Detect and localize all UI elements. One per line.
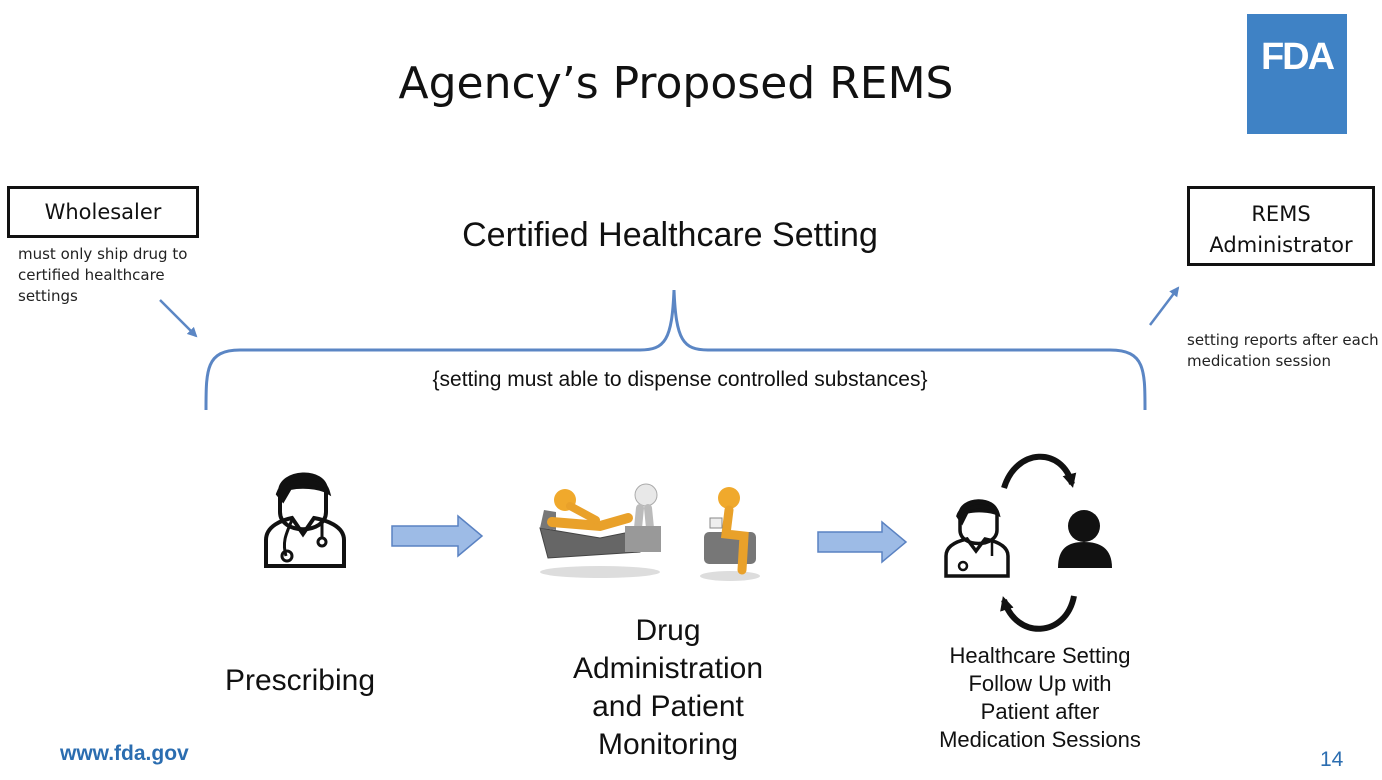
setting-brace xyxy=(204,289,1147,411)
wholesaler-box: Wholesaler xyxy=(7,186,199,238)
wholesaler-note: must only ship drug to certified healthc… xyxy=(18,245,188,305)
right-arrow-icon xyxy=(817,520,908,564)
slide-title: Agency’s Proposed REMS xyxy=(398,58,954,109)
drug-line1: Drug xyxy=(635,614,701,647)
step-drug-administration: Drug Administration and Patient Monitori… xyxy=(540,612,796,764)
rems-label-line1: REMS xyxy=(1251,202,1311,226)
step-prescribing: Prescribing xyxy=(224,664,376,697)
patient-icon xyxy=(1058,510,1112,568)
cycle-arrow-icon xyxy=(1001,453,1077,489)
fda-logo: FDA xyxy=(1247,14,1347,134)
patient-couch-figure-icon xyxy=(539,483,661,578)
wholesaler-arrow xyxy=(159,299,198,338)
fda-logo-text: FDA xyxy=(1260,36,1335,78)
right-arrow-icon xyxy=(391,514,484,558)
seated-patient-figure-icon xyxy=(700,487,760,581)
step-followup: Healthcare Setting Follow Up with Patien… xyxy=(920,642,1160,754)
footer-url[interactable]: www.fda.gov xyxy=(60,742,189,765)
drug-line4: Monitoring xyxy=(597,728,739,761)
page-number: 14 xyxy=(1320,748,1344,771)
certified-setting-title: Certified Healthcare Setting xyxy=(462,216,878,254)
followup-line4: Medication Sessions xyxy=(939,727,1141,752)
doctor-icon xyxy=(264,472,346,568)
drug-line3: and Patient xyxy=(592,690,744,723)
setting-requirement: {setting must able to dispense controlle… xyxy=(432,368,928,391)
cycle-arrow-icon xyxy=(1000,595,1077,632)
followup-line1: Healthcare Setting xyxy=(949,643,1131,668)
rems-label-line2: Administrator xyxy=(1209,233,1353,257)
rems-note: setting reports after each medication se… xyxy=(1187,331,1379,370)
rems-arrow xyxy=(1149,286,1180,326)
rems-administrator-box: REMS Administrator xyxy=(1187,186,1375,266)
doctor-icon xyxy=(944,499,1010,578)
drug-line2: Administration xyxy=(572,652,764,685)
followup-line2: Follow Up with xyxy=(968,671,1112,696)
followup-line3: Patient after xyxy=(980,699,1100,724)
